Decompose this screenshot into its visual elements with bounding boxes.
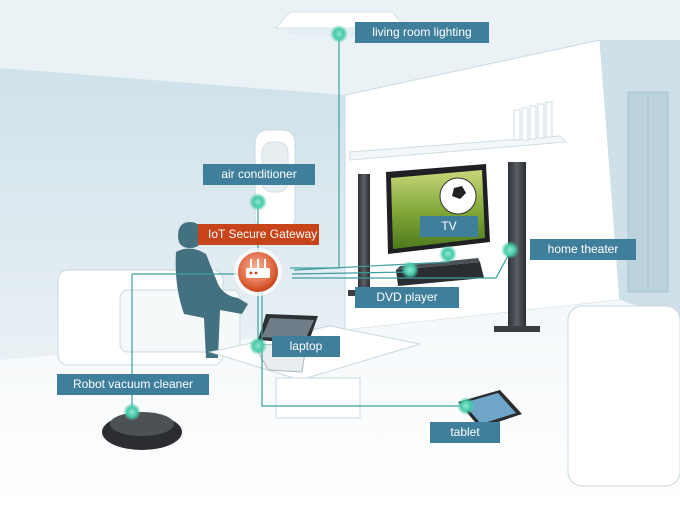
book — [545, 101, 553, 138]
book — [513, 109, 521, 141]
armchair — [567, 305, 680, 487]
left-speaker — [358, 174, 370, 292]
coffee-table-base — [275, 377, 361, 419]
connection-dot-icon — [501, 241, 519, 259]
person-head — [178, 222, 202, 248]
tv-screen — [391, 170, 485, 249]
person-body — [175, 248, 248, 358]
connection-dot-icon — [330, 25, 348, 43]
node-dots — [123, 25, 519, 421]
wall-shelf — [349, 135, 568, 161]
label-living-room-lighting: living room lighting — [355, 22, 489, 43]
connector-home-theater — [292, 251, 511, 279]
tablet-screen — [463, 393, 516, 424]
ceiling — [0, 0, 680, 95]
label-laptop: laptop — [272, 336, 340, 357]
connector-dvd-player — [291, 271, 411, 275]
connection-dot-icon — [457, 397, 475, 415]
label-iot-secure-gateway: IoT Secure Gateway — [198, 224, 319, 245]
connection-dot-icon — [249, 193, 267, 211]
robot-vacuum-top — [110, 412, 174, 436]
label-tablet: tablet — [430, 422, 500, 443]
connection-dot-icon — [439, 245, 457, 263]
router-icon — [234, 248, 282, 296]
label-tv: TV — [420, 216, 478, 237]
connection-dot-icon — [249, 337, 267, 355]
laptop-display — [262, 318, 314, 340]
soccer-ball-patch — [452, 186, 466, 199]
connection-dot-icon — [123, 403, 141, 421]
book — [521, 107, 529, 141]
label-robot-vacuum-cleaner: Robot vacuum cleaner — [57, 374, 209, 395]
book — [537, 103, 545, 139]
connection-dot-icon — [401, 261, 419, 279]
label-air-conditioner: air conditioner — [203, 164, 315, 185]
connector-tablet — [261, 290, 466, 407]
right-speaker-base — [494, 326, 540, 332]
book — [529, 105, 537, 140]
label-dvd-player: DVD player — [355, 287, 459, 308]
label-home-theater: home theater — [530, 239, 636, 260]
